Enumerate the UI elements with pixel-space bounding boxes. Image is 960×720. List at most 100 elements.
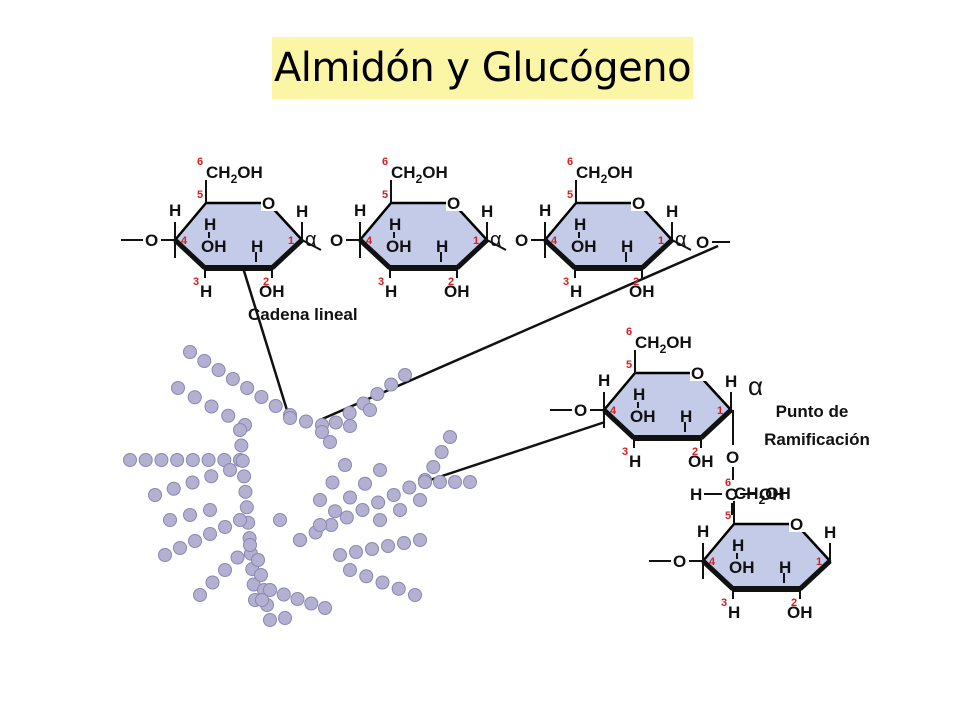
glucose-bead — [254, 390, 269, 404]
hydroxyl: OH — [201, 237, 227, 256]
ring-oxygen: O — [691, 364, 704, 383]
hydrogen: H — [824, 523, 836, 542]
zoom-connector-lines — [238, 244, 719, 482]
carbon-number: 4 — [181, 235, 188, 247]
glucose-bead — [123, 453, 137, 467]
bold-ring-edge — [640, 238, 674, 270]
glucose-bead — [373, 463, 387, 477]
glucose-bead — [342, 406, 357, 420]
carbon-number: 6 — [567, 156, 573, 168]
carbon-number: 3 — [378, 276, 384, 288]
glucose-bead — [393, 503, 407, 517]
glucose-bead — [188, 534, 202, 548]
glucose-bead — [148, 488, 162, 502]
glucose-bead — [290, 592, 305, 606]
glucose-bead — [235, 453, 250, 468]
carbon-number: 5 — [626, 359, 632, 371]
hydroxyl: OH — [688, 452, 714, 471]
hydroxyl: OH — [259, 282, 285, 301]
glucose-bead — [333, 548, 347, 562]
carbon-number: 2 — [448, 276, 454, 288]
carbon-number: 1 — [658, 235, 664, 247]
glucose-bead — [170, 453, 185, 467]
hydrogen: H — [680, 407, 692, 426]
glucose-bead — [463, 475, 477, 489]
glucose-bead — [221, 408, 236, 423]
zoom-connector — [319, 244, 719, 422]
bond-line — [671, 239, 692, 251]
carbon-number: 6 — [382, 156, 388, 168]
glucose-bead — [328, 415, 343, 430]
glucose-bead — [187, 390, 202, 405]
hydrogen: H — [598, 371, 610, 390]
glucose-bead — [283, 411, 297, 425]
ch2oh-group: CH2OH — [635, 333, 692, 356]
glucose-bead — [237, 469, 252, 484]
hydrogen: H — [728, 603, 740, 622]
hydroxyl: OH — [787, 603, 813, 622]
alpha-symbol: α — [748, 371, 763, 401]
glucose-bead — [234, 438, 249, 453]
glucose-bead — [384, 377, 399, 392]
carbon-number: 3 — [622, 446, 628, 458]
glucose-bead — [391, 581, 406, 596]
glucose-bead — [193, 588, 207, 602]
carbon-number: 5 — [382, 189, 388, 201]
glycosidic-oxygen: O — [145, 231, 158, 250]
glucose-bead — [318, 601, 332, 615]
hydrogen: H — [570, 282, 582, 301]
ring-oxygen: O — [262, 194, 275, 213]
glucose-bead — [255, 593, 269, 607]
glucose-bead — [398, 368, 412, 382]
zoom-connector — [429, 420, 606, 482]
glucose-bead — [185, 475, 200, 490]
glucose-bead — [278, 611, 292, 625]
glucose-bead — [370, 387, 385, 401]
hydroxyl: OH — [630, 407, 656, 426]
carbon-number: 6 — [626, 326, 632, 338]
alpha-symbol: α — [490, 229, 502, 251]
glucose-bead — [166, 481, 181, 496]
glucose-bead — [268, 399, 283, 413]
glucose-bead — [201, 453, 216, 467]
carbon-number: 3 — [721, 597, 727, 609]
bold-ring-edge — [602, 408, 636, 440]
glucose-bead — [233, 423, 247, 437]
glucose-bead — [381, 539, 395, 553]
carbon-number: 3 — [193, 276, 199, 288]
glycosidic-oxygen: O — [696, 233, 709, 252]
glucose-bead — [243, 538, 257, 552]
carbon-number: 4 — [610, 405, 617, 417]
ring-oxygen-bg — [631, 194, 647, 211]
glucose-bead — [230, 550, 245, 565]
hydrogen: H — [204, 215, 216, 234]
glucose-bead — [359, 569, 374, 584]
branch-oxygen: O — [726, 448, 739, 467]
glucose-bead — [338, 458, 352, 472]
glucose-bead — [413, 533, 427, 547]
hydrogen: H — [666, 202, 678, 221]
ring-oxygen: O — [447, 194, 460, 213]
glucose-bead — [323, 435, 337, 449]
bond-line — [301, 239, 322, 251]
glucose-bead — [183, 345, 197, 359]
glucose-bead — [211, 363, 226, 377]
ring-oxygen-bg — [690, 364, 706, 381]
glucose-bead — [138, 453, 153, 467]
carbon-number: 3 — [563, 276, 569, 288]
glucose-bead — [293, 533, 307, 547]
glucose-bead — [343, 419, 357, 433]
carbon-number: 4 — [366, 235, 373, 247]
hydrogen: H — [385, 282, 397, 301]
glucose-bead — [328, 504, 342, 519]
zoom-connector — [238, 257, 292, 421]
glucose-bead — [223, 463, 237, 477]
glucose-bead — [263, 613, 277, 627]
glycogen-branch-molecule — [123, 345, 477, 627]
carbon-number: 2 — [692, 446, 698, 458]
glucose-bead — [313, 493, 327, 507]
hydrogen: H — [725, 372, 737, 391]
glucose-bead — [273, 513, 287, 527]
